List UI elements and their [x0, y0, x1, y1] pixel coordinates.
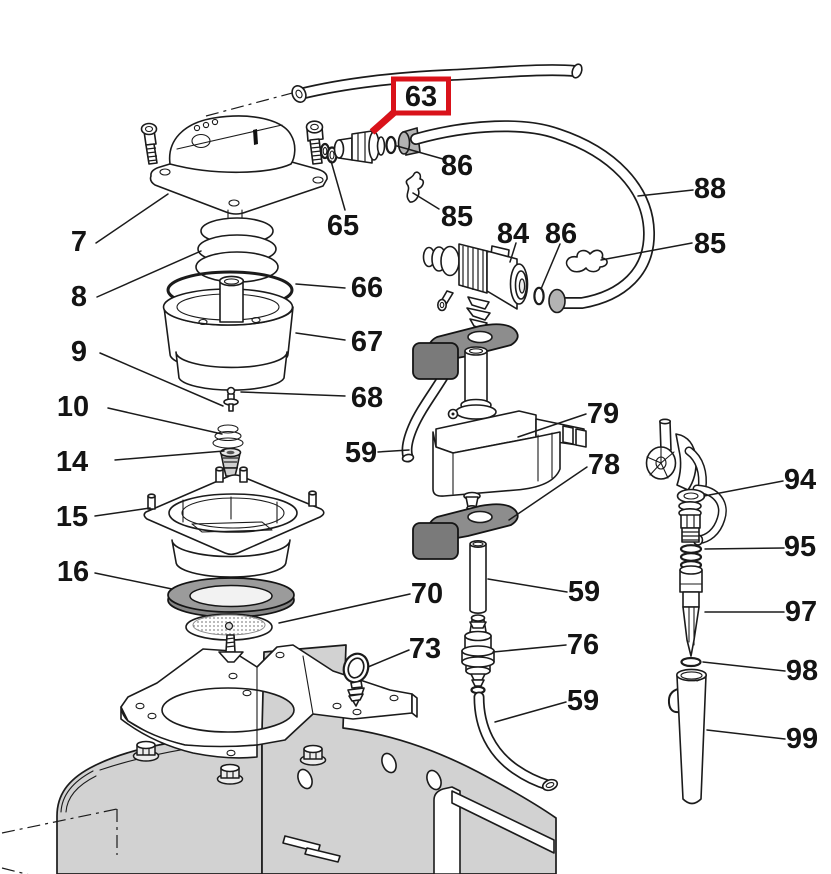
axis-centerline [205, 91, 297, 117]
part-label-8: 8 [71, 281, 87, 313]
part-label-16: 16 [57, 556, 89, 588]
part-16-gasket [167, 577, 295, 618]
boiler-group [140, 115, 370, 707]
part-label-76: 76 [567, 629, 599, 661]
part-97-steam-nozzle [679, 565, 703, 657]
hex-nut [299, 744, 327, 766]
hex-nut [216, 763, 244, 785]
part-94-steam-valve [645, 418, 727, 546]
part-label-98: 98 [786, 655, 818, 687]
leader-lines [94, 99, 786, 740]
part-label-15: 15 [56, 501, 88, 533]
part-label-70: 70 [411, 578, 443, 610]
part-label-86: 86 [441, 150, 473, 182]
part-15-boiler-lower [143, 466, 325, 578]
part-label-59: 59 [345, 437, 377, 469]
part-65-screw [305, 120, 338, 165]
highlight-box-63 [391, 76, 451, 116]
part-99-froth-sleeve [667, 668, 707, 805]
part-86-oring [533, 286, 545, 306]
part-label-95: 95 [784, 531, 816, 563]
part-label-63: 63 [405, 81, 437, 113]
part-label-99: 99 [786, 723, 818, 755]
part-label-88: 88 [694, 173, 726, 205]
part-68-valve-pin [223, 386, 239, 412]
hex-nut [132, 740, 160, 762]
part-67-boiler-upper [162, 275, 294, 391]
mounting-plate [120, 644, 418, 759]
part-label-59: 59 [568, 576, 600, 608]
pump-chain [401, 323, 587, 792]
part-labels: 63 7 8 9 10 14 15 16 65 66 67 68 86 85 8… [56, 76, 818, 755]
part-label-7: 7 [71, 226, 87, 258]
part-85-clamp [405, 171, 425, 203]
stud [147, 466, 317, 510]
part-10-spring [212, 424, 244, 449]
part-label-84: 84 [497, 218, 529, 250]
part-7-top-cover [149, 115, 328, 215]
screw [140, 122, 158, 165]
part-label-73: 73 [409, 633, 441, 665]
part-label-10: 10 [57, 391, 89, 423]
screw [218, 634, 244, 663]
part-label-59: 59 [567, 685, 599, 717]
part-label-94: 94 [784, 464, 816, 496]
part-label-85: 85 [441, 201, 473, 233]
part-70-shower-screen [185, 613, 273, 641]
part-label-86: 86 [545, 218, 577, 250]
part-label-14: 14 [56, 446, 88, 478]
part-73-clip [342, 652, 370, 707]
centerline [1, 808, 118, 834]
part-label-85: 85 [694, 228, 726, 260]
part-label-65: 65 [327, 210, 359, 242]
part-label-9: 9 [71, 336, 87, 368]
hose-end-fitting [548, 288, 566, 314]
part-85-clamp [565, 249, 608, 273]
part-98-oring [680, 656, 702, 668]
part-label-66: 66 [351, 272, 383, 304]
inlet-hose-and-fitting [205, 63, 583, 165]
part-14-valve-seat [219, 447, 242, 477]
part-label-97: 97 [785, 596, 817, 628]
part-59-tube [469, 539, 487, 614]
steam-wand-group [645, 418, 727, 805]
part-86-oring [385, 135, 397, 155]
part-label-67: 67 [351, 326, 383, 358]
part-8-spring [195, 217, 279, 283]
part-label-78: 78 [588, 449, 620, 481]
part-78-bracket [412, 503, 519, 560]
centerline [1, 867, 29, 874]
part-label-68: 68 [351, 382, 383, 414]
part-76-check-valve [461, 614, 495, 695]
part-63-fitting [333, 130, 386, 164]
part-label-79: 79 [587, 398, 619, 430]
